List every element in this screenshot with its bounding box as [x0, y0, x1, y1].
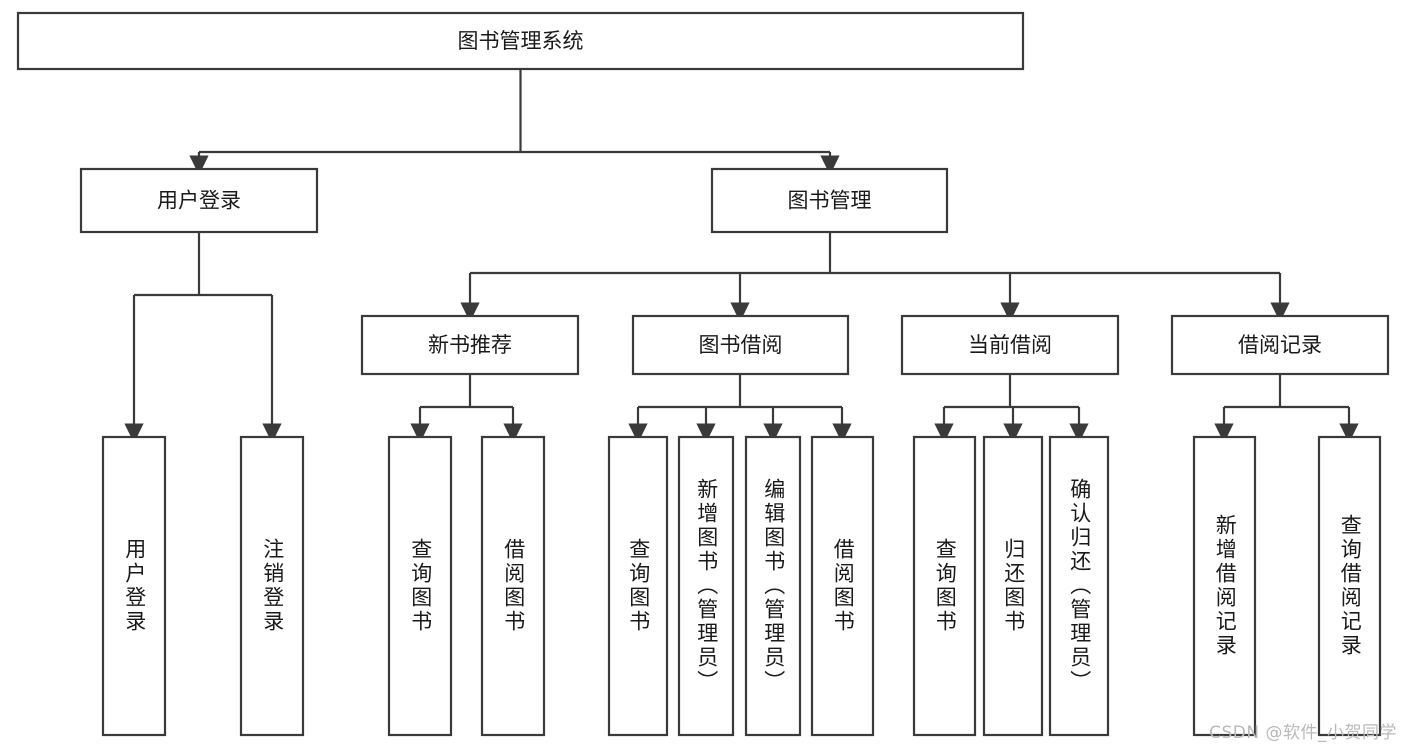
node-root-box[interactable] — [16, 11, 1025, 71]
node-user-login[interactable]: 用户登录 — [79, 167, 319, 234]
node-book-borrow-label: 图书借阅 — [699, 333, 783, 357]
node-book-borrow[interactable]: 图书借阅 — [631, 314, 850, 376]
connector-group-new-book-rec — [410, 374, 523, 444]
connector-group-current-borrow — [934, 374, 1089, 444]
leaf-borrow-book-rec-box[interactable] — [480, 435, 546, 737]
node-new-book-rec[interactable]: 新书推荐 — [360, 314, 580, 376]
leaf-edit-book-box[interactable] — [744, 435, 802, 737]
connector-group-root — [189, 69, 840, 176]
leaf-add-book-box[interactable] — [677, 435, 735, 737]
connector-group-user-login — [124, 232, 282, 444]
node-user-login-label: 用户登录 — [157, 189, 241, 213]
connector-group-borrow-record — [1214, 374, 1359, 444]
leaf-user-login-box[interactable] — [101, 435, 167, 737]
node-book-manage-box[interactable] — [710, 167, 949, 234]
node-current-borrow-box[interactable] — [900, 314, 1120, 376]
node-book-manage-label: 图书管理 — [788, 189, 872, 213]
leaf-confirm-return-box[interactable] — [1048, 435, 1110, 737]
node-borrow-record-label: 借阅记录 — [1238, 333, 1322, 357]
leaf-query-record-box[interactable] — [1317, 435, 1382, 737]
node-borrow-record-box[interactable] — [1170, 314, 1390, 376]
node-root-label: 图书管理系统 — [458, 29, 584, 53]
node-current-borrow[interactable]: 当前借阅 — [900, 314, 1120, 376]
watermark-text: CSDN @软件_小贺同学 — [1209, 723, 1397, 743]
leaf-box-group — [101, 435, 1382, 737]
node-root[interactable]: 图书管理系统 — [16, 11, 1025, 71]
node-new-book-rec-label: 新书推荐 — [428, 333, 512, 357]
node-book-borrow-box[interactable] — [631, 314, 850, 376]
node-current-borrow-label: 当前借阅 — [968, 333, 1052, 357]
node-borrow-record[interactable]: 借阅记录 — [1170, 314, 1390, 376]
node-new-book-rec-box[interactable] — [360, 314, 580, 376]
node-user-login-box[interactable] — [79, 167, 319, 234]
leaf-borrow-book-bor-box[interactable] — [810, 435, 875, 737]
leaf-return-book-box[interactable] — [982, 435, 1044, 737]
leaf-query-book-bor-box[interactable] — [607, 435, 669, 737]
connector-group-book-manage — [460, 232, 1290, 323]
leaf-query-book-rec-box[interactable] — [387, 435, 453, 737]
leaf-query-book-cur-box[interactable] — [912, 435, 977, 737]
leaf-add-record-box[interactable] — [1192, 435, 1257, 737]
connector-group-book-borrow — [628, 374, 852, 444]
node-book-manage[interactable]: 图书管理 — [710, 167, 949, 234]
leaf-logout-box[interactable] — [239, 435, 305, 737]
